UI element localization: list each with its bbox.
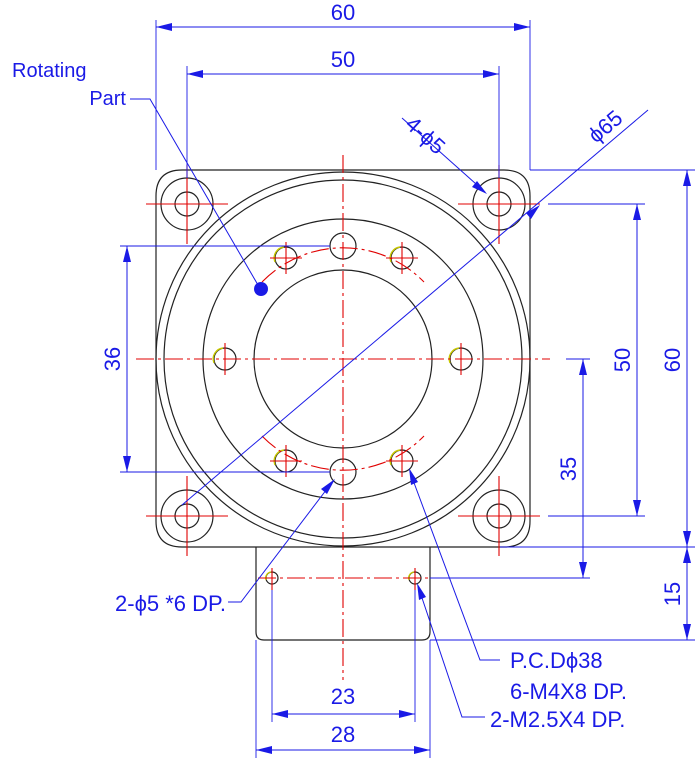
dim-right-bolt-spacing: 50 [610, 348, 635, 372]
dimension-texts: 60 50 36 50 60 35 15 23 28 [100, 0, 685, 747]
dim-top-overall: 60 [331, 0, 355, 25]
mount-holes-label: 4-ϕ5 [401, 111, 451, 159]
leader-lines [130, 98, 649, 718]
dim-right-offset: 35 [556, 457, 581, 481]
tapped-holes-label: 6-M4X8 DP. [510, 679, 627, 704]
pcd-arc-bottom [261, 435, 425, 471]
extension-lines [120, 20, 695, 758]
rotating-part-label-line1: Rotating [12, 60, 87, 82]
rotating-part-leader [130, 98, 259, 286]
rotating-part-marker [254, 282, 268, 296]
rotating-part-label-line2: Part [89, 88, 126, 110]
dim-right-overall: 60 [660, 348, 685, 372]
dim-top-bolt-spacing: 50 [331, 47, 355, 72]
dim-right-tab: 15 [660, 582, 685, 606]
small-tapped-label: 2-M2.5X4 DP. [490, 707, 625, 732]
dim-bottom-tab-width: 28 [331, 722, 355, 747]
dimension-lines [123, 23, 691, 754]
flange-diameter-leader [181, 109, 649, 506]
flange-diameter-label: ϕ65 [583, 105, 627, 148]
centerlines [136, 155, 550, 680]
dim-left-hole-spacing: 36 [100, 347, 125, 371]
pin-holes-label: 2-ϕ5 *6 DP. [115, 591, 226, 616]
pin-holes-leader [228, 480, 334, 603]
callout-texts: Rotating Part 4-ϕ5 ϕ65 2-ϕ5 *6 DP. P.C.D… [12, 60, 627, 732]
dim-bottom-tab-holes: 23 [331, 684, 355, 709]
bottom-tab-outline [255, 547, 431, 641]
pcd-leader [409, 471, 500, 661]
mount-holes-leader [401, 117, 486, 193]
pcd-arc-top [261, 247, 425, 283]
small-tapped-leader [417, 585, 485, 718]
pcd-label: P.C.Dϕ38 [510, 648, 603, 673]
